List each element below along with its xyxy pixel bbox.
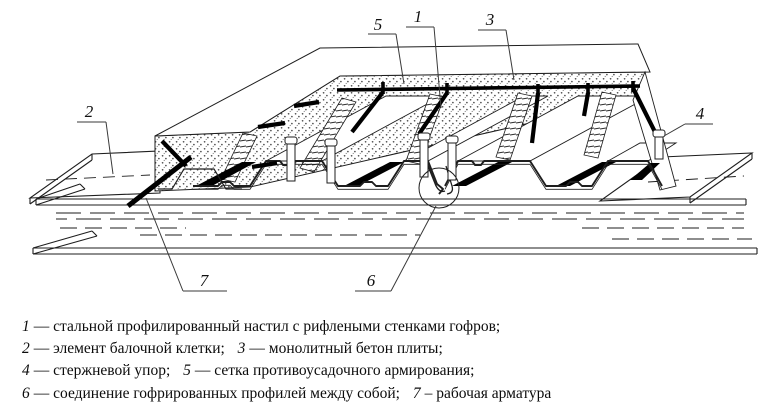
legend-line-4: 6— соединение гофрированных профилей меж… — [22, 383, 762, 405]
stud — [284, 136, 298, 182]
beam-grid — [28, 150, 758, 255]
concrete-top-surface — [154, 43, 651, 137]
callout-5-num: 5 — [374, 15, 383, 34]
callout-7-num: 7 — [200, 271, 210, 290]
legend-num-7: 7 — [412, 384, 421, 402]
stud — [324, 138, 338, 184]
shrinkage-mesh — [336, 81, 641, 95]
stud — [417, 132, 431, 178]
callouts: 5 1 3 2 4 — [77, 7, 713, 292]
detail-circle — [418, 167, 460, 209]
stud — [445, 135, 459, 181]
legend-text-7: – рабочая арматура — [424, 384, 552, 402]
stud-4 — [652, 129, 666, 160]
legend-text-3: — монолитный бетон плиты; — [249, 340, 443, 358]
legend-text-6: — соединение гофрированных профилей межд… — [33, 384, 400, 402]
callout-3: 3 — [478, 10, 515, 81]
composite-slab — [126, 43, 678, 209]
callout-3-num: 3 — [485, 10, 495, 29]
legend-num-1: 1 — [22, 318, 30, 335]
legend-num-4: 4 — [22, 362, 30, 380]
callout-5: 5 — [368, 15, 405, 85]
legend-num-2: 2 — [22, 340, 30, 358]
callout-1: 1 — [406, 7, 442, 109]
legend-text-1: — стальной профилированный настил с рифл… — [33, 318, 501, 335]
legend-text-2: — элемент балочной клетки; — [33, 340, 225, 358]
legend-num-3: 3 — [237, 340, 246, 358]
callout-2: 2 — [77, 102, 114, 175]
right-beam-flange — [598, 152, 754, 204]
legend-line-3: 4— стержневой упор; 5— сетка противоусад… — [22, 360, 762, 382]
figure-area: 5 1 3 2 4 — [28, 7, 758, 292]
callout-6: 6 — [355, 205, 437, 292]
embedded-deck-edge — [158, 168, 242, 190]
callout-7: 7 — [145, 197, 227, 292]
callout-6-num: 6 — [367, 271, 376, 290]
legend-num-5: 5 — [183, 362, 191, 380]
legend-line-2: 2— элемент балочной клетки; 3— монолитны… — [22, 338, 762, 360]
front-beam — [32, 183, 758, 255]
legend-line-1: 1— стальной профилированный настил с риф… — [22, 316, 762, 338]
stud-anchors — [284, 129, 666, 184]
callout-1-num: 1 — [414, 7, 423, 26]
legend-text-4: — стержневой упор; — [33, 362, 171, 380]
callout-4: 4 — [663, 104, 713, 137]
figure-legend: 1— стальной профилированный настил с риф… — [22, 316, 762, 405]
legend-text-5: — сетка противоусадочного армирования; — [194, 362, 475, 380]
callout-2-num: 2 — [85, 102, 94, 121]
slab-diagram-svg: 5 1 3 2 4 — [28, 7, 758, 292]
legend-num-6: 6 — [22, 384, 30, 402]
callout-4-num: 4 — [696, 104, 705, 123]
